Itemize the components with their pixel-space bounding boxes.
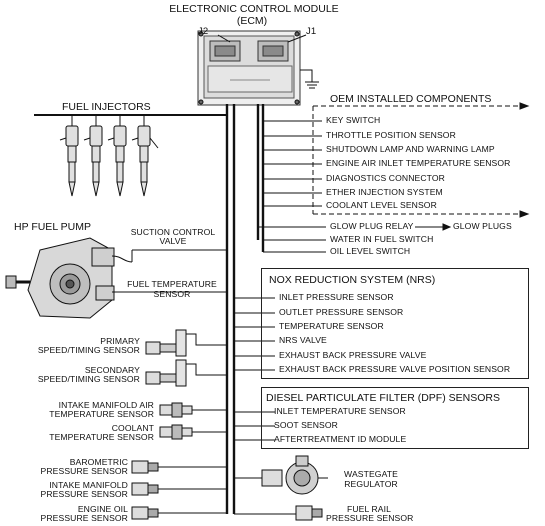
nrs-item-ebp-position: EXHAUST BACK PRESSURE VALVE POSITION SEN…	[279, 364, 511, 374]
speed-sensor-drawings	[145, 329, 227, 387]
oem-harness	[258, 102, 530, 253]
fuel-rail-label-2: PRESSURE SENSOR	[326, 513, 414, 523]
water-in-fuel-label: WATER IN FUEL SWITCH	[330, 234, 434, 244]
glow-plugs-label: GLOW PLUGS	[453, 221, 512, 231]
secondary-speed-label-1: SECONDARY	[84, 365, 140, 375]
secondary-speed-label-2: SPEED/TIMING SENSOR	[37, 374, 140, 384]
imat-label-1: INTAKE MANIFOLD AIR	[58, 400, 154, 410]
main-harness	[225, 104, 265, 514]
dpf-box	[261, 387, 529, 449]
fuel-injector-drawings	[59, 125, 159, 197]
oil-pressure-label-2: PRESSURE SENSOR	[40, 513, 128, 523]
fuel-injectors-title: FUEL INJECTORS	[62, 101, 151, 113]
nrs-wiring	[234, 297, 275, 371]
ecm-j2-label: J2	[198, 26, 209, 37]
fuel-temp-label-1: FUEL TEMPERATURE	[127, 279, 217, 289]
coolant-temp-label-1: COOLANT	[111, 423, 154, 433]
ground-symbol	[300, 69, 319, 89]
baro-label-2: PRESSURE SENSOR	[40, 466, 128, 476]
oem-item-shutdown-lamp: SHUTDOWN LAMP AND WARNING LAMP	[326, 144, 495, 154]
ecm-j1-label: J1	[306, 26, 317, 37]
oem-item-ether: ETHER INJECTION SYSTEM	[326, 187, 443, 197]
dpf-wiring	[234, 411, 275, 441]
ecm-title-line2: (ECM)	[236, 15, 268, 27]
fuel-rail-sensor-drawing	[234, 505, 323, 521]
glow-plug-relay-label: GLOW PLUG RELAY	[330, 221, 414, 231]
nrs-title: NOX REDUCTION SYSTEM (NRS)	[269, 274, 436, 286]
j2-leader	[217, 34, 231, 43]
nrs-box	[261, 268, 529, 379]
imap-label-1: INTAKE MANIFOLD	[49, 480, 128, 490]
fuel-rail-label-1: FUEL RAIL	[346, 504, 392, 514]
nrs-item-ebp-valve: EXHAUST BACK PRESSURE VALVE	[279, 350, 427, 360]
dpf-item-inlet-temp: INLET TEMPERATURE SENSOR	[274, 406, 406, 416]
hp-fuel-pump-title: HP FUEL PUMP	[14, 221, 92, 233]
oil-level-switch-label: OIL LEVEL SWITCH	[330, 246, 411, 256]
oem-item-air-inlet-temp: ENGINE AIR INLET TEMPERATURE SENSOR	[326, 158, 511, 168]
fuel-temp-label-2: SENSOR	[153, 289, 191, 299]
dpf-item-soot: SOOT SENSOR	[274, 420, 338, 430]
nrs-item-valve: NRS VALVE	[279, 335, 327, 345]
primary-speed-label-2: SPEED/TIMING SENSOR	[37, 345, 140, 355]
wastegate-drawing	[234, 455, 328, 495]
coolant-temp-label-2: TEMPERATURE SENSOR	[49, 432, 154, 442]
j1-leader	[287, 34, 307, 43]
hp-fuel-pump-drawing	[5, 237, 133, 319]
temp-sensor-drawings	[159, 402, 227, 440]
oem-title: OEM INSTALLED COMPONENTS	[330, 93, 492, 105]
nrs-item-outlet-pressure: OUTLET PRESSURE SENSOR	[279, 307, 404, 317]
wastegate-label-2: REGULATOR	[344, 479, 398, 489]
pressure-sensor-drawings	[131, 460, 227, 520]
suction-valve-label-1: SUCTION CONTROL	[130, 227, 216, 237]
oem-item-diagnostics: DIAGNOSTICS CONNECTOR	[326, 173, 445, 183]
imap-label-2: PRESSURE SENSOR	[40, 489, 128, 499]
nrs-item-temperature: TEMPERATURE SENSOR	[279, 321, 384, 331]
oem-item-key-switch: KEY SWITCH	[326, 115, 381, 125]
primary-speed-label-1: PRIMARY	[100, 336, 140, 346]
oem-item-coolant-level: COOLANT LEVEL SENSOR	[326, 200, 437, 210]
wastegate-label-1: WASTEGATE	[344, 469, 398, 479]
ecm-title-line1: ELECTRONIC CONTROL MODULE	[169, 3, 339, 15]
baro-label-1: BAROMETRIC	[69, 457, 128, 467]
ecm-module-drawing	[197, 30, 301, 106]
dpf-item-id-module: AFTERTREATMENT ID MODULE	[274, 434, 407, 444]
nrs-item-inlet-pressure: INLET PRESSURE SENSOR	[279, 292, 394, 302]
dpf-title: DIESEL PARTICULATE FILTER (DPF) SENSORS	[266, 392, 500, 404]
suction-valve-label-2: VALVE	[159, 236, 187, 246]
imat-label-2: TEMPERATURE SENSOR	[49, 409, 154, 419]
injector-harness	[34, 114, 227, 126]
oem-item-throttle: THROTTLE POSITION SENSOR	[326, 130, 456, 140]
oil-pressure-label-1: ENGINE OIL	[77, 504, 128, 514]
